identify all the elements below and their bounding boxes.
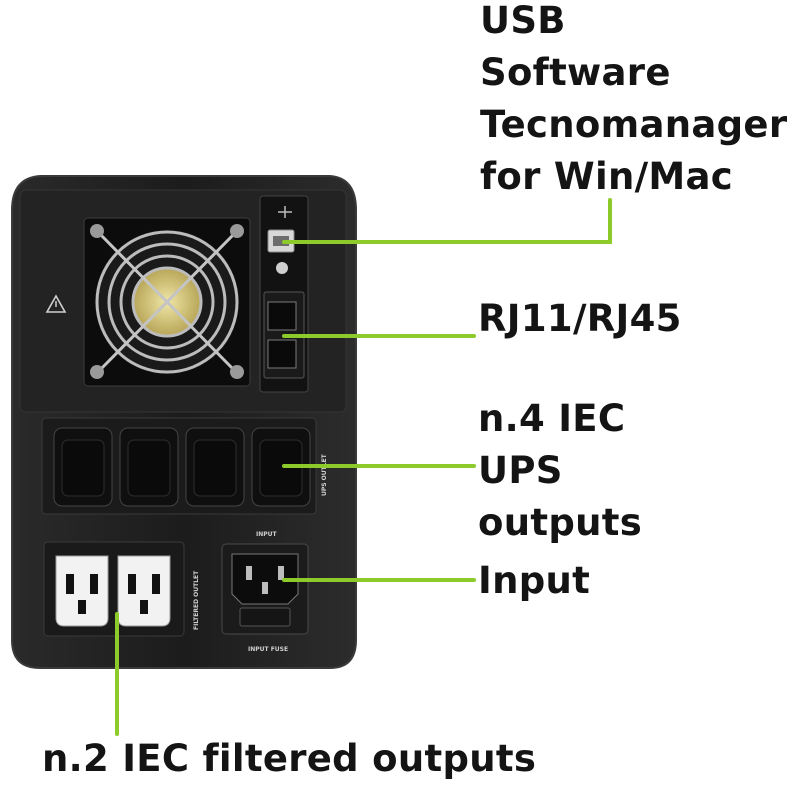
filtered-outlet-text: FILTERED OUTLET xyxy=(193,570,200,630)
input-socket xyxy=(231,553,299,627)
ups-outputs-line-2: UPS xyxy=(478,449,563,492)
ups-outlet-text: UPS OUTLET xyxy=(321,453,328,496)
input-fuse-text: INPUT FUSE xyxy=(248,646,288,653)
usb-icon xyxy=(278,206,292,218)
rj-port-out xyxy=(267,339,297,369)
ups-outputs-callout: n.4 IEC UPS outputs xyxy=(478,400,778,556)
input-title-text: INPUT xyxy=(256,531,278,538)
filtered-outputs-callout: n.2 IEC filtered outputs xyxy=(42,737,537,780)
usb-callout-line-4: for Win/Mac xyxy=(480,155,734,198)
rj-callout: RJ11/RJ45 xyxy=(478,297,682,340)
filtered-outlets xyxy=(55,555,171,627)
rj-port-in xyxy=(267,301,297,331)
usb-callout-line-3: Tecnomanager xyxy=(480,103,788,146)
leader-lines xyxy=(115,198,612,736)
input-callout: Input xyxy=(478,559,591,602)
usb-callout-line-2: Software xyxy=(480,51,671,94)
usb-callout-line-1: USB xyxy=(480,0,566,42)
warning-icon xyxy=(45,294,67,313)
ups-outputs-line-3: outputs xyxy=(478,501,643,544)
ups-outlets xyxy=(53,427,311,507)
ups-outputs-line-1: n.4 IEC xyxy=(478,397,626,440)
usb-callout: USB Software Tecnomanager for Win/Mac xyxy=(480,2,800,210)
fan-grill-icon xyxy=(83,217,251,387)
